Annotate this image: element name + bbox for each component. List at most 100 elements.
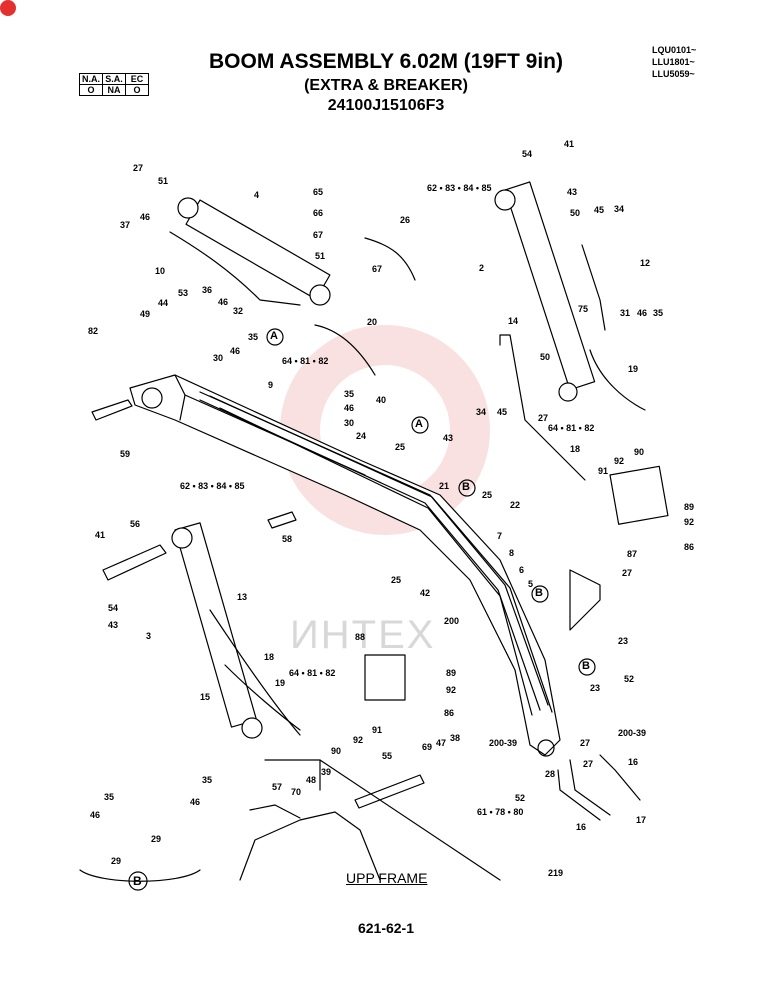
part-label: 46 (230, 346, 241, 356)
part-label: 21 (439, 481, 450, 491)
part-label: 30 (213, 353, 224, 363)
part-label: 16 (628, 757, 639, 767)
part-label: 67 (372, 264, 383, 274)
part-label: 10 (155, 266, 166, 276)
serial-codes: LQU0101~ LLU1801~ LLU5059~ (652, 44, 696, 80)
part-label: 8 (509, 548, 515, 558)
part-label: 34 (614, 204, 625, 214)
upper-frame (79, 759, 501, 882)
part-label: 52 (515, 793, 526, 803)
part-label: 54 (108, 603, 119, 613)
part-label: 26 (400, 215, 411, 225)
part-label: 29 (111, 856, 122, 866)
part-label: 57 (272, 782, 283, 792)
part-label: 32 (233, 306, 244, 316)
availability-table: N.A. S.A. EC O NA O (79, 73, 149, 96)
callout-a-circle (411, 416, 429, 434)
part-label: 35 (248, 332, 259, 342)
part-label: 66 (313, 208, 324, 218)
part-label: 89 (684, 502, 695, 512)
part-label: 90 (331, 746, 342, 756)
part-label: 41 (95, 530, 106, 540)
part-label: 23 (618, 636, 629, 646)
part-label: 35 (344, 389, 355, 399)
part-label: 19 (275, 678, 286, 688)
part-label: 59 (120, 449, 131, 459)
part-label: 14 (508, 316, 519, 326)
serial-code: LQU0101~ (652, 45, 697, 55)
part-label: 15 (200, 692, 211, 702)
title-line-1: BOOM ASSEMBLY 6.02M (19FT 9in) (209, 50, 563, 73)
part-label: 92 (446, 685, 457, 695)
part-label: 58 (282, 534, 293, 544)
part-label: 67 (313, 230, 324, 240)
part-label: 52 (624, 674, 635, 684)
pins (91, 399, 601, 809)
part-label: 30 (344, 418, 355, 428)
part-label: 38 (450, 733, 461, 743)
serial-code: LLU1801~ (652, 57, 695, 67)
part-label: 35 (104, 792, 115, 802)
part-label: 22 (510, 500, 521, 510)
part-label: 53 (178, 288, 189, 298)
part-label: 87 (627, 549, 638, 559)
part-label: 3 (146, 631, 152, 641)
part-label: 13 (237, 592, 248, 602)
part-label: 27 (580, 738, 591, 748)
part-label: 92 (684, 517, 695, 527)
part-label: 200 (444, 616, 460, 626)
part-label: 64 • 81 • 82 (548, 423, 595, 433)
part-label: 37 (120, 220, 131, 230)
callout-a-label: A (415, 418, 423, 430)
part-label: 51 (158, 176, 169, 186)
part-label: 25 (482, 490, 493, 500)
part-label: 44 (158, 298, 169, 308)
part-label: 46 (190, 797, 201, 807)
part-label: 34 (476, 407, 487, 417)
part-label: 27 (622, 568, 633, 578)
part-label: 4 (254, 190, 260, 200)
part-label: 82 (88, 326, 99, 336)
part-label: 55 (382, 751, 393, 761)
part-label: 49 (140, 309, 151, 319)
part-label: 90 (634, 447, 645, 457)
part-label: 54 (522, 149, 533, 159)
part-label: 16 (576, 822, 587, 832)
callout-b-label: B (535, 587, 543, 599)
part-label: 46 (344, 403, 355, 413)
part-label: 17 (636, 815, 647, 825)
part-label: 69 (422, 742, 433, 752)
part-label: 64 • 81 • 82 (289, 668, 336, 678)
part-label: 27 (133, 163, 144, 173)
title-line-2: (EXTRA & BREAKER) (304, 77, 468, 94)
part-label: 29 (151, 834, 162, 844)
part-label: 24 (356, 431, 367, 441)
part-label: 92 (614, 456, 625, 466)
part-label: 43 (567, 187, 578, 197)
availability-header: EC (125, 73, 149, 85)
part-label: 42 (420, 588, 431, 598)
part-label: 25 (391, 575, 402, 585)
part-label: 18 (264, 652, 275, 662)
part-label: 89 (446, 668, 457, 678)
callout-b-label: B (133, 874, 142, 888)
part-label: 86 (684, 542, 695, 552)
part-label: 39 (321, 767, 332, 777)
part-label: 91 (372, 725, 383, 735)
watermark-gear (280, 325, 490, 535)
part-label: 19 (628, 364, 639, 374)
part-label: 48 (306, 775, 317, 785)
part-label: 51 (315, 251, 326, 261)
upper-frame-label: UPP FRAME (346, 870, 428, 886)
part-label: 23 (590, 683, 601, 693)
part-label: 6 (519, 565, 525, 575)
part-label: 200-39 (489, 738, 518, 748)
part-label: 46 (140, 212, 151, 222)
part-label: 65 (313, 187, 324, 197)
part-label: 25 (395, 442, 406, 452)
part-label: 12 (640, 258, 651, 268)
part-label: 9 (268, 380, 274, 390)
part-label: 27 (583, 759, 594, 769)
part-label: 70 (291, 787, 302, 797)
